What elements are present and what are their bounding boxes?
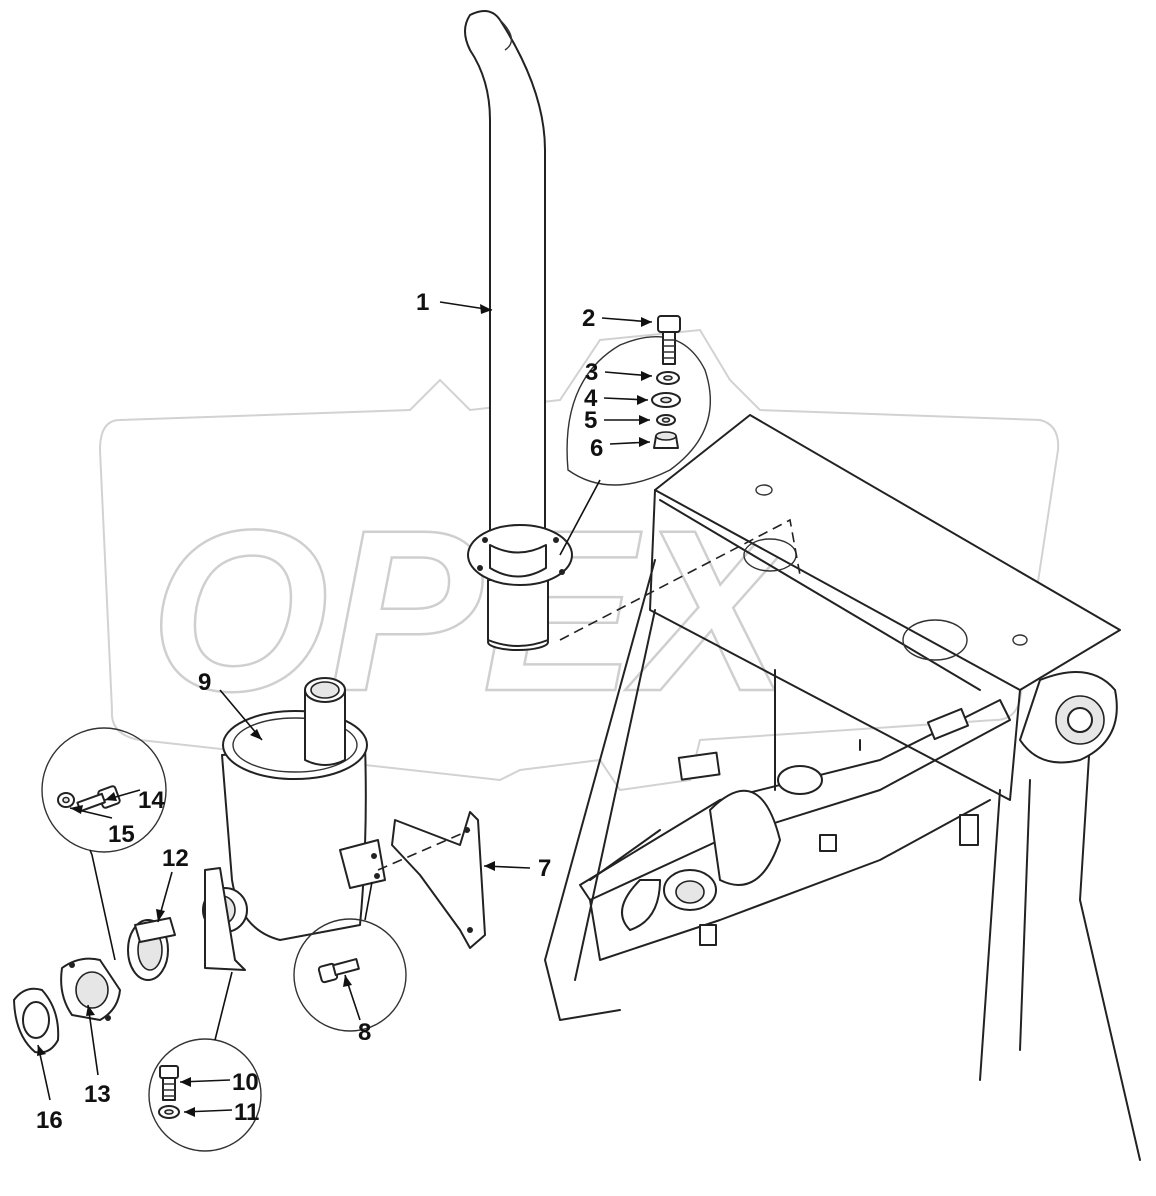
- callout-11: 11: [234, 1099, 259, 1126]
- leader-lines: [37, 301, 653, 1117]
- muffler: [202, 677, 386, 971]
- callout-5: 5: [584, 407, 597, 434]
- callout-15: 15: [108, 821, 135, 848]
- fastener-stack: [559, 315, 801, 641]
- callout-16: 16: [36, 1107, 63, 1134]
- detail-8: [293, 881, 407, 1032]
- callout-12: 12: [162, 845, 189, 872]
- callout-1: 1: [416, 289, 429, 316]
- gasket: [13, 987, 60, 1054]
- exhaust-stack: [464, 10, 573, 651]
- watermark-text: OPEX: [150, 482, 801, 739]
- watermark: OPEX: [98, 328, 1060, 792]
- callout-6: 6: [590, 435, 603, 462]
- exhaust-flange: [60, 957, 121, 1021]
- callout-3: 3: [585, 359, 598, 386]
- exhaust-clamp: [127, 917, 176, 981]
- callout-13: 13: [84, 1081, 111, 1108]
- loader-frame: [544, 414, 1141, 1161]
- callout-10: 10: [232, 1069, 259, 1096]
- callout-9: 9: [198, 669, 211, 696]
- callout-2: 2: [582, 305, 595, 332]
- mount-bracket: [377, 811, 486, 949]
- detail-10-11: [148, 971, 262, 1152]
- callout-7: 7: [538, 855, 551, 882]
- callouts: 1 2 3 4 5 6 7 8 9 10 11 12 13 14 15 16: [36, 289, 603, 1134]
- callout-8: 8: [358, 1019, 371, 1046]
- detail-14-15: [41, 727, 167, 961]
- callout-14: 14: [138, 787, 165, 814]
- callout-4: 4: [584, 385, 598, 412]
